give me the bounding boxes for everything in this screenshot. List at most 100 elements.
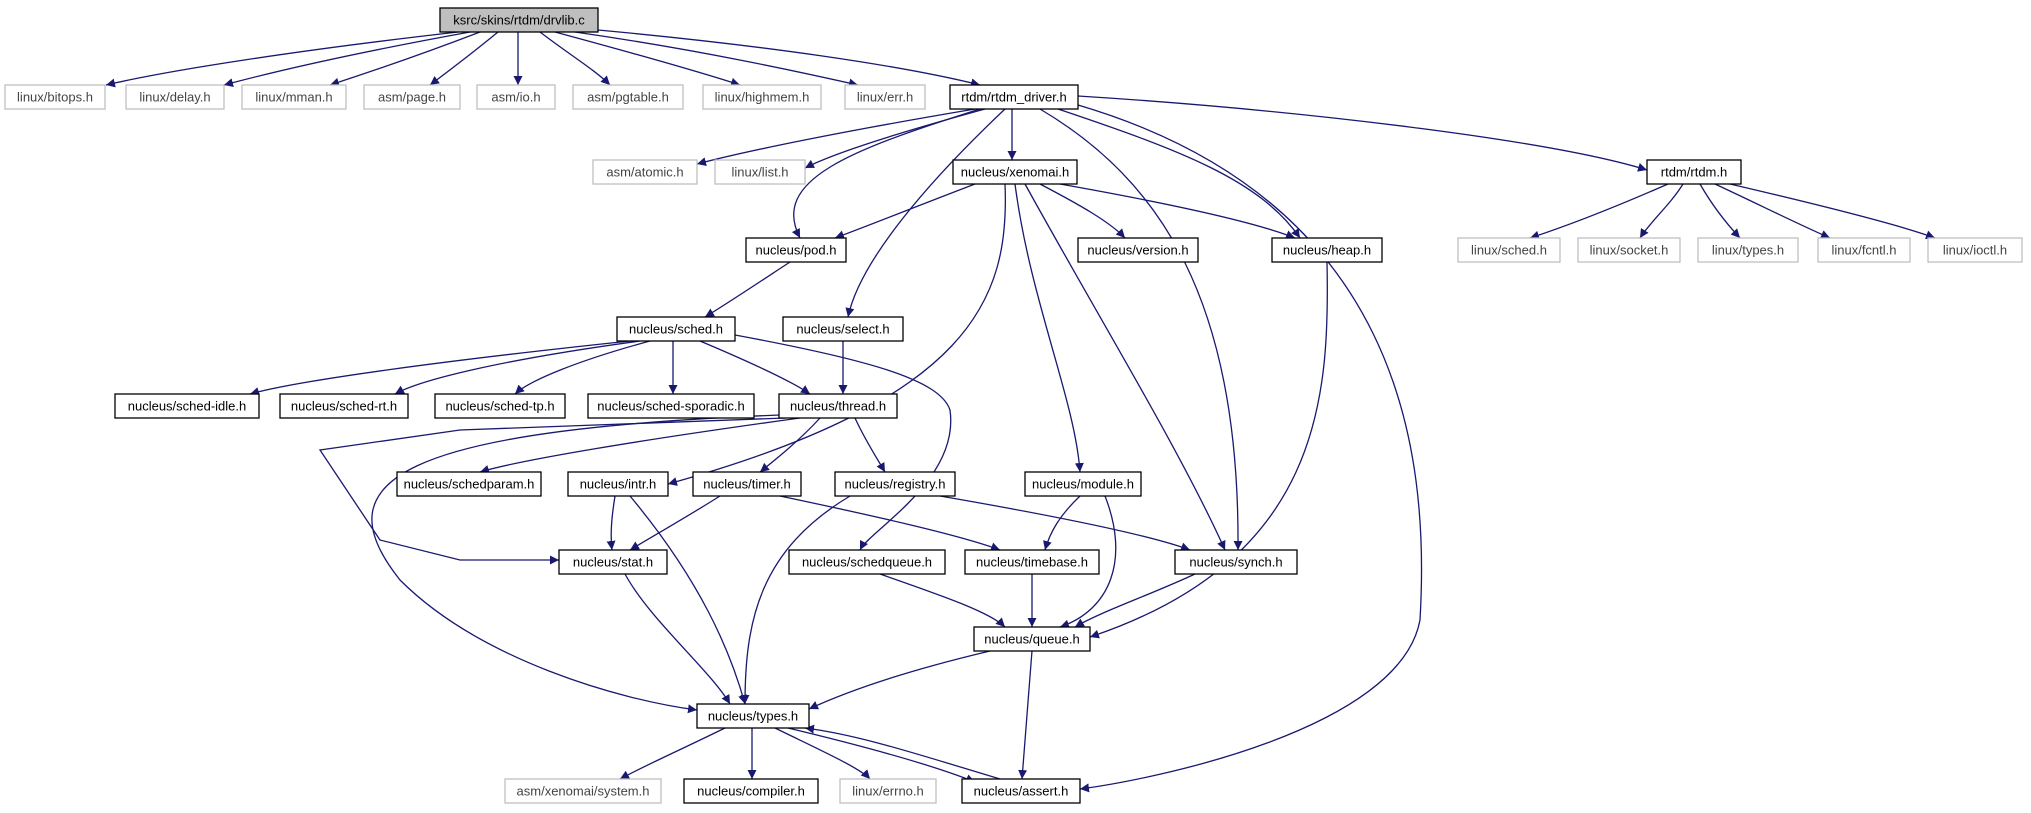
node-box xyxy=(241,84,347,110)
node-ltypes[interactable]: linux/types.h xyxy=(1697,237,1799,263)
node-box xyxy=(714,159,806,185)
node-intr[interactable]: nucleus/intr.h xyxy=(567,471,669,497)
edge-thread-to-stat xyxy=(318,417,786,565)
node-box xyxy=(844,84,926,110)
node-box xyxy=(592,159,698,185)
edge-intr-to-ntypes xyxy=(629,495,747,705)
node-box xyxy=(1577,237,1681,263)
node-box xyxy=(587,393,755,419)
node-box xyxy=(702,84,822,110)
node-box xyxy=(1646,159,1742,185)
node-box xyxy=(114,393,260,419)
node-label: rtdm/rtdm.h xyxy=(1661,165,1727,180)
node-heap[interactable]: nucleus/heap.h xyxy=(1271,237,1383,263)
node-xenomai[interactable]: nucleus/xenomai.h xyxy=(952,159,1078,185)
node-system[interactable]: asm/xenomai/system.h xyxy=(504,778,662,804)
node-atomic[interactable]: asm/atomic.h xyxy=(592,159,698,185)
node-mman[interactable]: linux/mman.h xyxy=(241,84,347,110)
edge-assert-to-ntypes xyxy=(804,724,1001,780)
node-box xyxy=(476,84,556,110)
node-select[interactable]: nucleus/select.h xyxy=(782,316,904,342)
node-label: linux/err.h xyxy=(857,90,913,105)
node-box xyxy=(434,393,566,419)
node-bitops[interactable]: linux/bitops.h xyxy=(4,84,106,110)
node-label: nucleus/pod.h xyxy=(756,243,837,258)
node-assert[interactable]: nucleus/assert.h xyxy=(961,778,1081,804)
node-label: nucleus/types.h xyxy=(708,709,798,724)
node-box xyxy=(279,393,409,419)
node-box xyxy=(616,316,736,342)
node-list[interactable]: linux/list.h xyxy=(714,159,806,185)
node-box xyxy=(973,626,1091,652)
node-thread[interactable]: nucleus/thread.h xyxy=(778,393,898,419)
node-label: asm/io.h xyxy=(491,90,540,105)
node-highmem[interactable]: linux/highmem.h xyxy=(702,84,822,110)
node-rtdm_h[interactable]: rtdm/rtdm.h xyxy=(1646,159,1742,185)
node-delay[interactable]: linux/delay.h xyxy=(125,84,225,110)
edge-drvlib-to-pgtable xyxy=(539,31,611,86)
edge-nsched-to-sidle xyxy=(249,340,631,396)
node-srt[interactable]: nucleus/sched-rt.h xyxy=(279,393,409,419)
node-label: linux/mman.h xyxy=(255,90,332,105)
edge-rtdm_driver-to-list xyxy=(804,108,986,169)
node-lsched[interactable]: linux/sched.h xyxy=(1457,237,1561,263)
node-pod[interactable]: nucleus/pod.h xyxy=(745,237,847,263)
node-label: nucleus/select.h xyxy=(796,322,889,337)
node-timer[interactable]: nucleus/timer.h xyxy=(692,471,802,497)
node-box xyxy=(558,549,668,575)
node-module[interactable]: nucleus/module.h xyxy=(1024,471,1142,497)
node-label: rtdm/rtdm_driver.h xyxy=(961,90,1066,105)
node-label: linux/sched.h xyxy=(1471,243,1547,258)
node-rtdm_driver[interactable]: rtdm/rtdm_driver.h xyxy=(949,84,1079,110)
edge-ntypes-to-system xyxy=(619,727,726,780)
node-box xyxy=(1077,237,1199,263)
node-label: asm/xenomai/system.h xyxy=(517,784,650,799)
node-label: ksrc/skins/rtdm/drvlib.c xyxy=(453,13,585,28)
node-timebase[interactable]: nucleus/timebase.h xyxy=(964,549,1100,575)
edge-rtdm_driver-to-pod xyxy=(791,108,981,239)
node-label: nucleus/thread.h xyxy=(790,399,886,414)
node-label: nucleus/module.h xyxy=(1032,477,1134,492)
edge-ntypes-to-assert xyxy=(787,727,976,783)
edge-nsched-to-thread xyxy=(699,340,811,395)
node-sidle[interactable]: nucleus/sched-idle.h xyxy=(114,393,260,419)
edge-rtdm_driver-to-assert xyxy=(1077,104,1423,793)
node-label: nucleus/sched-idle.h xyxy=(128,399,247,414)
node-label: nucleus/timebase.h xyxy=(976,555,1088,570)
node-registry[interactable]: nucleus/registry.h xyxy=(834,471,956,497)
node-version[interactable]: nucleus/version.h xyxy=(1077,237,1199,263)
node-schedparam[interactable]: nucleus/schedparam.h xyxy=(396,471,542,497)
node-box xyxy=(125,84,225,110)
node-queue[interactable]: nucleus/queue.h xyxy=(973,626,1091,652)
edge-stat-to-ntypes xyxy=(624,573,731,705)
edge-drvlib-to-delay xyxy=(223,31,471,88)
node-nsched[interactable]: nucleus/sched.h xyxy=(616,316,736,342)
node-socket[interactable]: linux/socket.h xyxy=(1577,237,1681,263)
node-label: nucleus/stat.h xyxy=(573,555,653,570)
node-label: linux/socket.h xyxy=(1590,243,1669,258)
node-box xyxy=(1024,471,1142,497)
node-box xyxy=(1697,237,1799,263)
node-label: linux/list.h xyxy=(731,165,788,180)
node-stat[interactable]: nucleus/stat.h xyxy=(558,549,668,575)
edge-pod-to-nsched xyxy=(704,261,791,318)
node-box xyxy=(834,471,956,497)
node-page[interactable]: asm/page.h xyxy=(363,84,461,110)
node-drvlib[interactable]: ksrc/skins/rtdm/drvlib.c xyxy=(439,7,599,33)
node-ssporadic[interactable]: nucleus/sched-sporadic.h xyxy=(587,393,755,419)
node-ioctl[interactable]: linux/ioctl.h xyxy=(1927,237,2023,263)
edge-drvlib-to-rtdm_driver xyxy=(597,29,981,88)
node-compiler[interactable]: nucleus/compiler.h xyxy=(683,778,819,804)
edge-thread-to-schedparam xyxy=(479,417,801,474)
edge-xenomai-to-pod xyxy=(834,183,976,240)
node-box xyxy=(778,393,898,419)
node-pgtable[interactable]: asm/pgtable.h xyxy=(572,84,684,110)
node-stp[interactable]: nucleus/sched-tp.h xyxy=(434,393,566,419)
node-ntypes[interactable]: nucleus/types.h xyxy=(696,703,810,729)
node-synch[interactable]: nucleus/synch.h xyxy=(1174,549,1298,575)
node-err[interactable]: linux/err.h xyxy=(844,84,926,110)
node-io[interactable]: asm/io.h xyxy=(476,84,556,110)
node-schedqueue[interactable]: nucleus/schedqueue.h xyxy=(788,549,946,575)
node-fcntl[interactable]: linux/fcntl.h xyxy=(1817,237,1911,263)
node-errno[interactable]: linux/errno.h xyxy=(839,778,937,804)
